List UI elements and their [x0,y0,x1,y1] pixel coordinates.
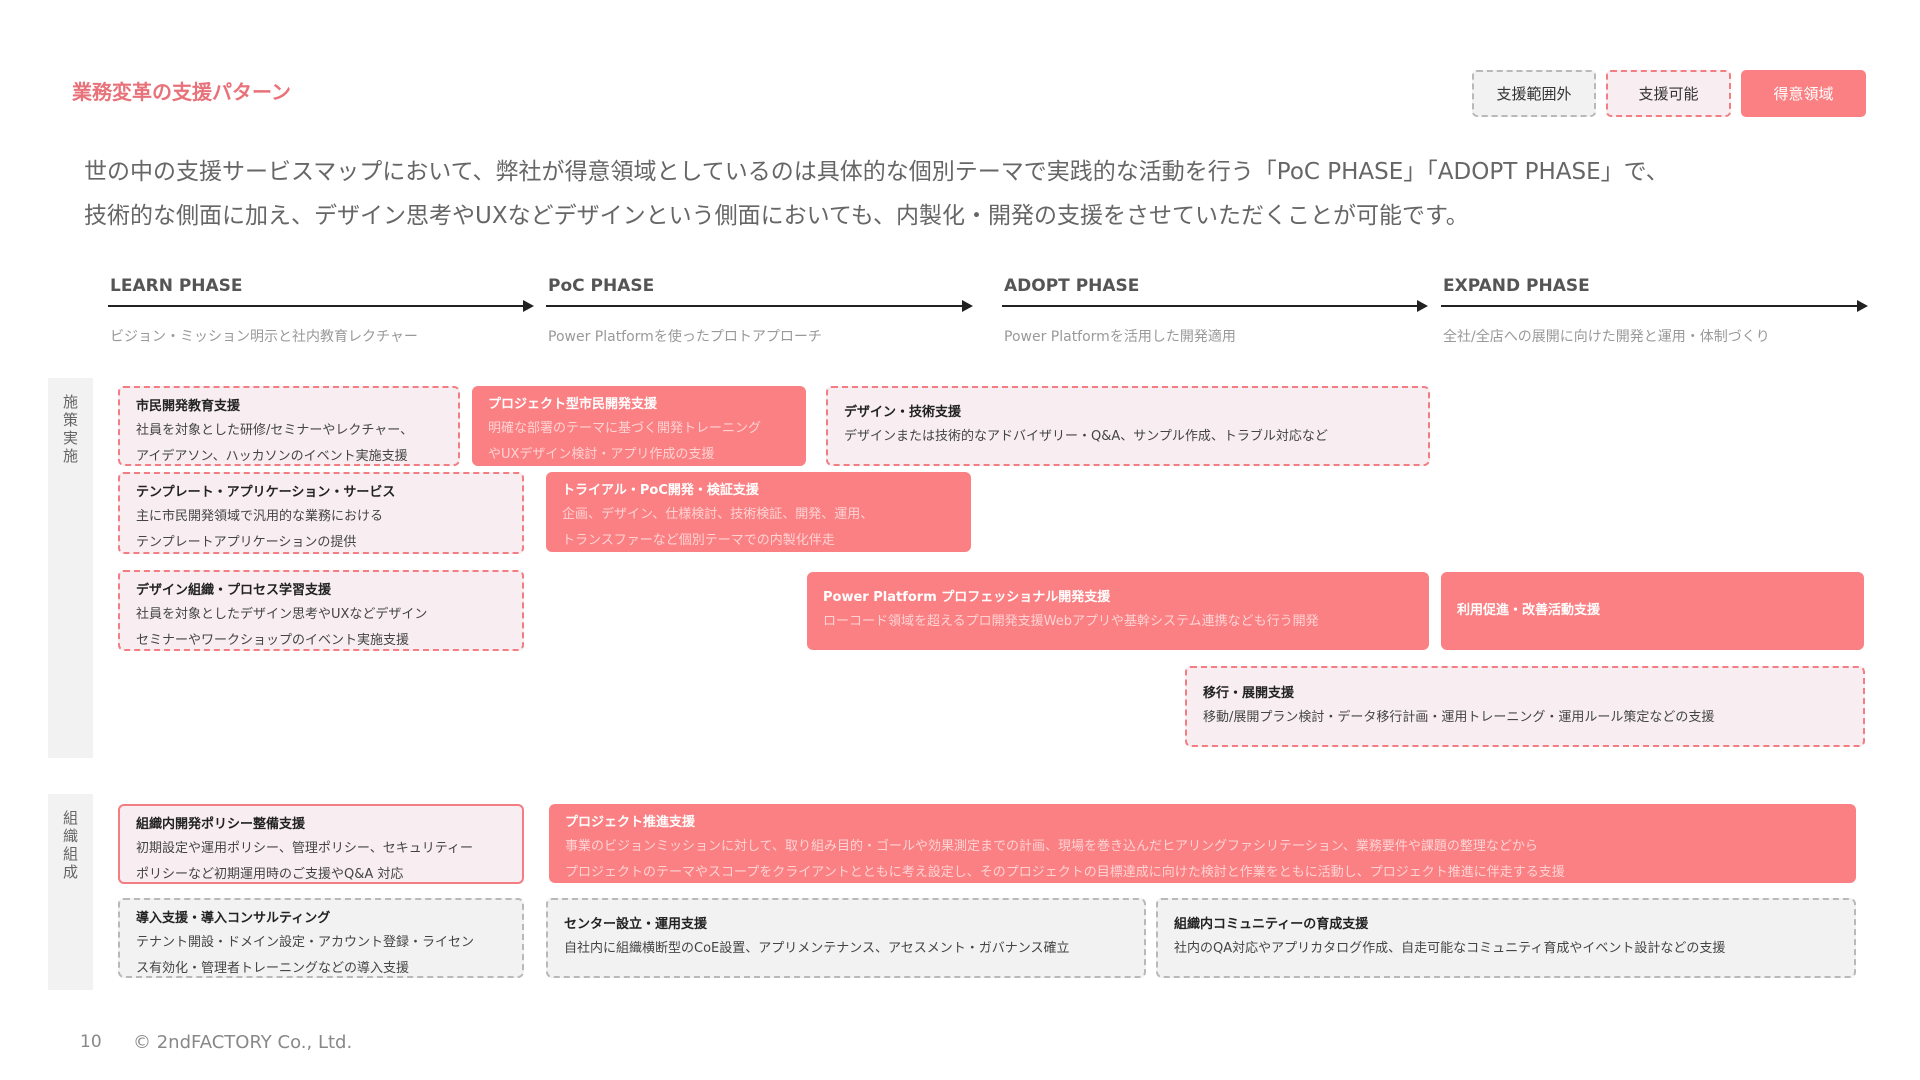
card-title: 組織内コミュニティーの育成支援 [1174,917,1369,932]
phase-desc-expand: 全社/全店への展開に向けた開発と運用・体制づくり [1443,329,1770,345]
card-desc: テナント開設・ドメイン設定・アカウント登録・ライセン [136,935,475,950]
card-title: テンプレート・アプリケーション・サービス [136,485,396,500]
card-community: 組織内コミュニティーの育成支援 社内のQA対応やアプリカタログ作成、自走可能なコ… [1156,898,1856,978]
card-desc: 初期設定や運用ポリシー、管理ポリシー、セキュリティー [136,841,473,856]
card-desc: ポリシーなど初期運用時のご支援やQ&A 対応 [136,867,404,882]
phase-desc-adopt: Power Platformを活用した開発適用 [1004,329,1236,345]
legend-possible: 支援可能 [1606,70,1731,117]
phase-label-expand: EXPAND PHASE [1443,276,1590,296]
card-desc: ス有効化・管理者トレーニングなどの導入支援 [136,961,410,976]
card-title: 導入支援・導入コンサルティング [136,911,331,926]
phase-label-poc: PoC PHASE [548,276,655,296]
card-desc: 社内のQA対応やアプリカタログ作成、自走可能なコミュニティ育成やイベント設計など… [1174,941,1726,956]
page-title: 業務変革の支援パターン [72,80,291,104]
card-desc: セミナーやワークショップのイベント実施支援 [136,633,410,648]
card-desc: 社員を対象とした研修/セミナーやレクチャー、 [136,423,414,438]
card-desc: 主に市民開発領域で汎用的な業務における [136,509,384,524]
card-desc: 自社内に組織横断型のCoE設置、アプリメンテナンス、アセスメント・ガバナンス確立 [564,941,1070,956]
card-title: プロジェクト型市民開発支援 [488,397,658,412]
card-desc: 社員を対象としたデザイン思考やUXなどデザイン [136,607,428,622]
card-org-policy: 組織内開発ポリシー整備支援 初期設定や運用ポリシー、管理ポリシー、セキュリティー… [118,804,524,884]
card-citizen-edu: 市民開発教育支援 社員を対象とした研修/セミナーやレクチャー、 アイデアソン、ハ… [118,386,460,466]
card-pp-pro: Power Platform プロフェッショナル開発支援 ローコード領域を超える… [807,572,1429,650]
card-title: 市民開発教育支援 [136,399,241,414]
section-label-measures: 施策実施 [61,394,79,466]
card-design-org: デザイン組織・プロセス学習支援 社員を対象としたデザイン思考やUXなどデザイン … [118,570,524,651]
card-project-citizen: プロジェクト型市民開発支援 明確な部署のテーマに基づく開発トレーニング やUXデ… [472,386,806,466]
card-title: 利用促進・改善活動支援 [1457,603,1601,618]
card-title: Power Platform プロフェッショナル開発支援 [823,590,1111,605]
card-template-app: テンプレート・アプリケーション・サービス 主に市民開発領域で汎用的な業務における… [118,472,524,554]
card-desc: トランスファーなど個別テーマでの内製化伴走 [562,533,835,548]
phase-label-adopt: ADOPT PHASE [1004,276,1140,296]
card-desc: 企画、デザイン、仕様検討、技術検証、開発、運用、 [562,507,874,522]
phase-arrow-poc [546,300,973,312]
card-title: デザイン組織・プロセス学習支援 [136,583,332,598]
card-title: トライアル・PoC開発・検証支援 [562,483,759,498]
legend-strong: 得意領域 [1741,70,1866,117]
phase-desc-learn: ビジョン・ミッション明示と社内教育レクチャー [110,329,418,345]
page-number: 10 [80,1032,102,1052]
phase-desc-poc: Power Platformを使ったプロトアプローチ [548,329,822,345]
card-title: 移行・展開支援 [1203,685,1295,701]
section-label-organization: 組織組成 [61,810,79,882]
card-usage-promo: 利用促進・改善活動支援 [1441,572,1864,650]
phase-label-learn: LEARN PHASE [110,276,243,296]
intro-line-2: 技術的な側面に加え、デザイン思考やUXなどデザインという側面においても、内製化・… [84,203,1469,229]
card-intro-consult: 導入支援・導入コンサルティング テナント開設・ドメイン設定・アカウント登録・ライ… [118,898,524,978]
card-design-tech: デザイン・技術支援 デザインまたは技術的なアドバイザリー・Q&A、サンプル作成、… [826,386,1430,466]
card-desc: アイデアソン、ハッカソンのイベント実施支援 [136,449,408,464]
card-trial-poc: トライアル・PoC開発・検証支援 企画、デザイン、仕様検討、技術検証、開発、運用… [546,472,971,552]
card-title: デザイン・技術支援 [844,405,962,420]
card-migration: 移行・展開支援 移動/展開プラン検討・データ移行計画・運用トレーニング・運用ルー… [1185,666,1865,747]
card-title: センター設立・運用支援 [564,917,708,932]
intro-line-1: 世の中の支援サービスマップにおいて、弊社が得意領域としているのは具体的な個別テー… [84,159,1669,185]
card-desc: 移動/展開プラン検討・データ移行計画・運用トレーニング・運用ルール策定などの支援 [1203,709,1715,725]
card-project-promo: プロジェクト推進支援 事業のビジョンミッションに対して、取り組み目的・ゴールや効… [549,804,1856,883]
card-center-ops: センター設立・運用支援 自社内に組織横断型のCoE設置、アプリメンテナンス、アセ… [546,898,1146,978]
section-tab-organization: 組織組成 [48,794,93,990]
card-desc: プロジェクトのテーマやスコープをクライアントとともに考え設定し、そのプロジェクト… [565,865,1565,880]
card-desc: 事業のビジョンミッションに対して、取り組み目的・ゴールや効果測定までの計画、現場… [565,839,1538,854]
card-desc: デザインまたは技術的なアドバイザリー・Q&A、サンプル作成、トラブル対応など [844,429,1328,444]
copyright: © 2ndFACTORY Co., Ltd. [133,1032,353,1053]
phase-arrow-learn [108,300,534,312]
card-title: 組織内開発ポリシー整備支援 [136,817,306,832]
card-desc: やUXデザイン検討・アプリ作成の支援 [488,447,715,462]
phase-arrow-expand [1441,300,1868,312]
card-title: プロジェクト推進支援 [565,815,696,830]
section-tab-measures: 施策実施 [48,378,93,758]
phase-arrow-adopt [1002,300,1428,312]
card-desc: テンプレートアプリケーションの提供 [136,535,357,550]
card-desc: ローコード領域を超えるプロ開発支援Webアプリや基幹システム連携なども行う開発 [823,614,1319,629]
card-desc: 明確な部署のテーマに基づく開発トレーニング [488,421,762,436]
legend-out-of-scope: 支援範囲外 [1472,70,1596,117]
